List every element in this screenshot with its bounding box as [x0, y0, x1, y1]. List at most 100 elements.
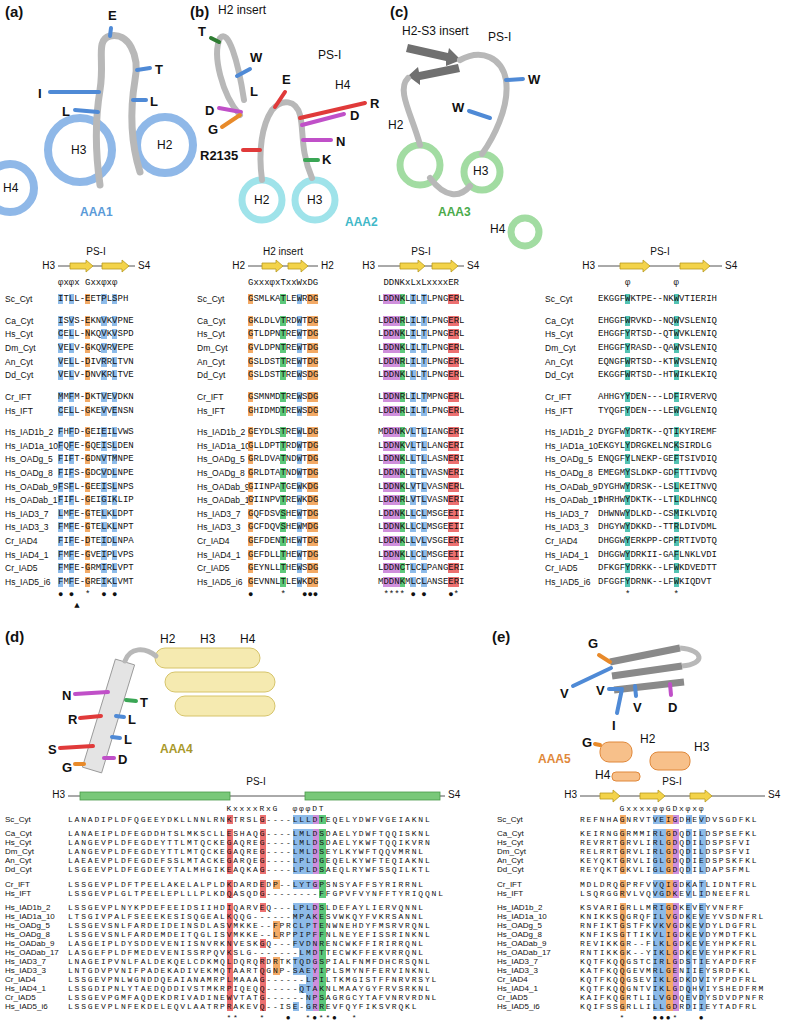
residue: T: [668, 495, 673, 505]
sequence-row: GSMLKATLEWRDG: [248, 294, 318, 305]
residue: L: [112, 577, 117, 587]
residue: T: [641, 427, 646, 437]
residue: G: [248, 536, 253, 546]
residue: D: [383, 441, 388, 451]
residue: -: [657, 563, 662, 573]
residue: K: [90, 406, 95, 416]
alignment-header: H3: [52, 789, 65, 801]
residue: L: [690, 495, 695, 505]
residue: Q: [712, 406, 717, 416]
residue: T: [379, 856, 386, 865]
residue: I: [454, 522, 459, 532]
residue: C: [58, 406, 63, 416]
strand: [406, 44, 461, 66]
residue: N: [128, 441, 133, 451]
residue: N: [437, 329, 442, 339]
residue: G: [85, 406, 90, 416]
structure-label: H4: [490, 222, 505, 236]
residue: E: [598, 441, 603, 451]
residue: D: [264, 406, 269, 416]
residue: Y: [352, 829, 359, 838]
residue: S: [668, 509, 673, 519]
residue: E: [598, 343, 603, 353]
sequence-name: An_Cyt: [545, 357, 573, 368]
residue: K: [400, 370, 405, 380]
residue: G: [248, 370, 253, 380]
residue: I: [213, 865, 220, 874]
residue: E: [154, 856, 161, 865]
sequence-row: GTLDPNTREWTDG: [248, 329, 318, 340]
residue: S: [174, 856, 181, 865]
sequence-row: CELL-NKQVKVSPD: [58, 329, 134, 340]
residue: G: [227, 838, 234, 847]
residue: V: [101, 406, 106, 416]
residue: L: [346, 815, 353, 824]
residue: Q: [663, 343, 668, 353]
residue: G: [248, 495, 253, 505]
residue: L: [690, 329, 695, 339]
residue: L: [112, 509, 117, 519]
sequence-row: LSGEEVPLDFEGDEEYTALMHGIKEAQKAG----LPLDSA…: [68, 865, 432, 874]
residue: D: [264, 509, 269, 519]
residue: G: [248, 468, 253, 478]
residue: L: [410, 441, 415, 451]
residue: L: [657, 441, 662, 451]
residue: R: [246, 847, 253, 856]
residue: Q: [253, 829, 260, 838]
residue: E: [448, 509, 453, 519]
structure-label: H3: [694, 740, 709, 754]
residue: I: [459, 536, 464, 546]
residue: S: [432, 522, 437, 532]
residue: H: [240, 829, 247, 838]
residue: Q: [200, 838, 207, 847]
residue: R: [636, 482, 641, 492]
sequence-row: VELV-GKQVRVEPE: [58, 343, 134, 354]
residue: P: [432, 343, 437, 353]
residue: P: [432, 406, 437, 416]
residue: G: [141, 829, 148, 838]
residue: I: [459, 577, 464, 587]
residue: N: [641, 406, 646, 416]
residue: L: [410, 522, 415, 532]
residue: A: [75, 815, 82, 824]
residue: F: [372, 856, 379, 865]
residue: Y: [359, 865, 366, 874]
residue: E: [291, 392, 296, 402]
residue: S: [630, 468, 635, 478]
residue: W: [297, 294, 302, 304]
residue: -: [652, 427, 657, 437]
residue: F: [69, 454, 74, 464]
residue: E: [695, 294, 700, 304]
residue: Y: [625, 563, 630, 573]
residue: I: [410, 406, 415, 416]
residue: R: [253, 468, 258, 478]
residue: D: [598, 536, 603, 546]
residue: -: [266, 815, 273, 824]
structure-label: H2: [160, 632, 175, 646]
strand: [610, 648, 680, 662]
residue: Y: [625, 454, 630, 464]
residue: Y: [359, 856, 366, 865]
residue: K: [400, 329, 405, 339]
residue: W: [297, 509, 302, 519]
residue: E: [117, 343, 122, 353]
domain-label: AAA5: [538, 752, 571, 766]
residue: N: [641, 577, 646, 587]
helix: [612, 772, 640, 781]
residue: L: [259, 343, 264, 353]
residue: N: [394, 370, 399, 380]
residue: V: [58, 357, 63, 367]
residue: P: [270, 441, 275, 451]
sequence-name: Hs_IAD1b_2: [5, 427, 53, 438]
residue: P: [108, 847, 115, 856]
residue: T: [280, 550, 285, 560]
residue: A: [88, 856, 95, 865]
residue: Q: [392, 838, 399, 847]
residue: W: [297, 427, 302, 437]
residue: G: [663, 550, 668, 560]
residue: N: [394, 482, 399, 492]
residue: -: [652, 316, 657, 326]
sequence-name: Hs_OADab_17: [197, 495, 254, 506]
residue: K: [90, 392, 95, 402]
residue: Y: [603, 406, 608, 416]
